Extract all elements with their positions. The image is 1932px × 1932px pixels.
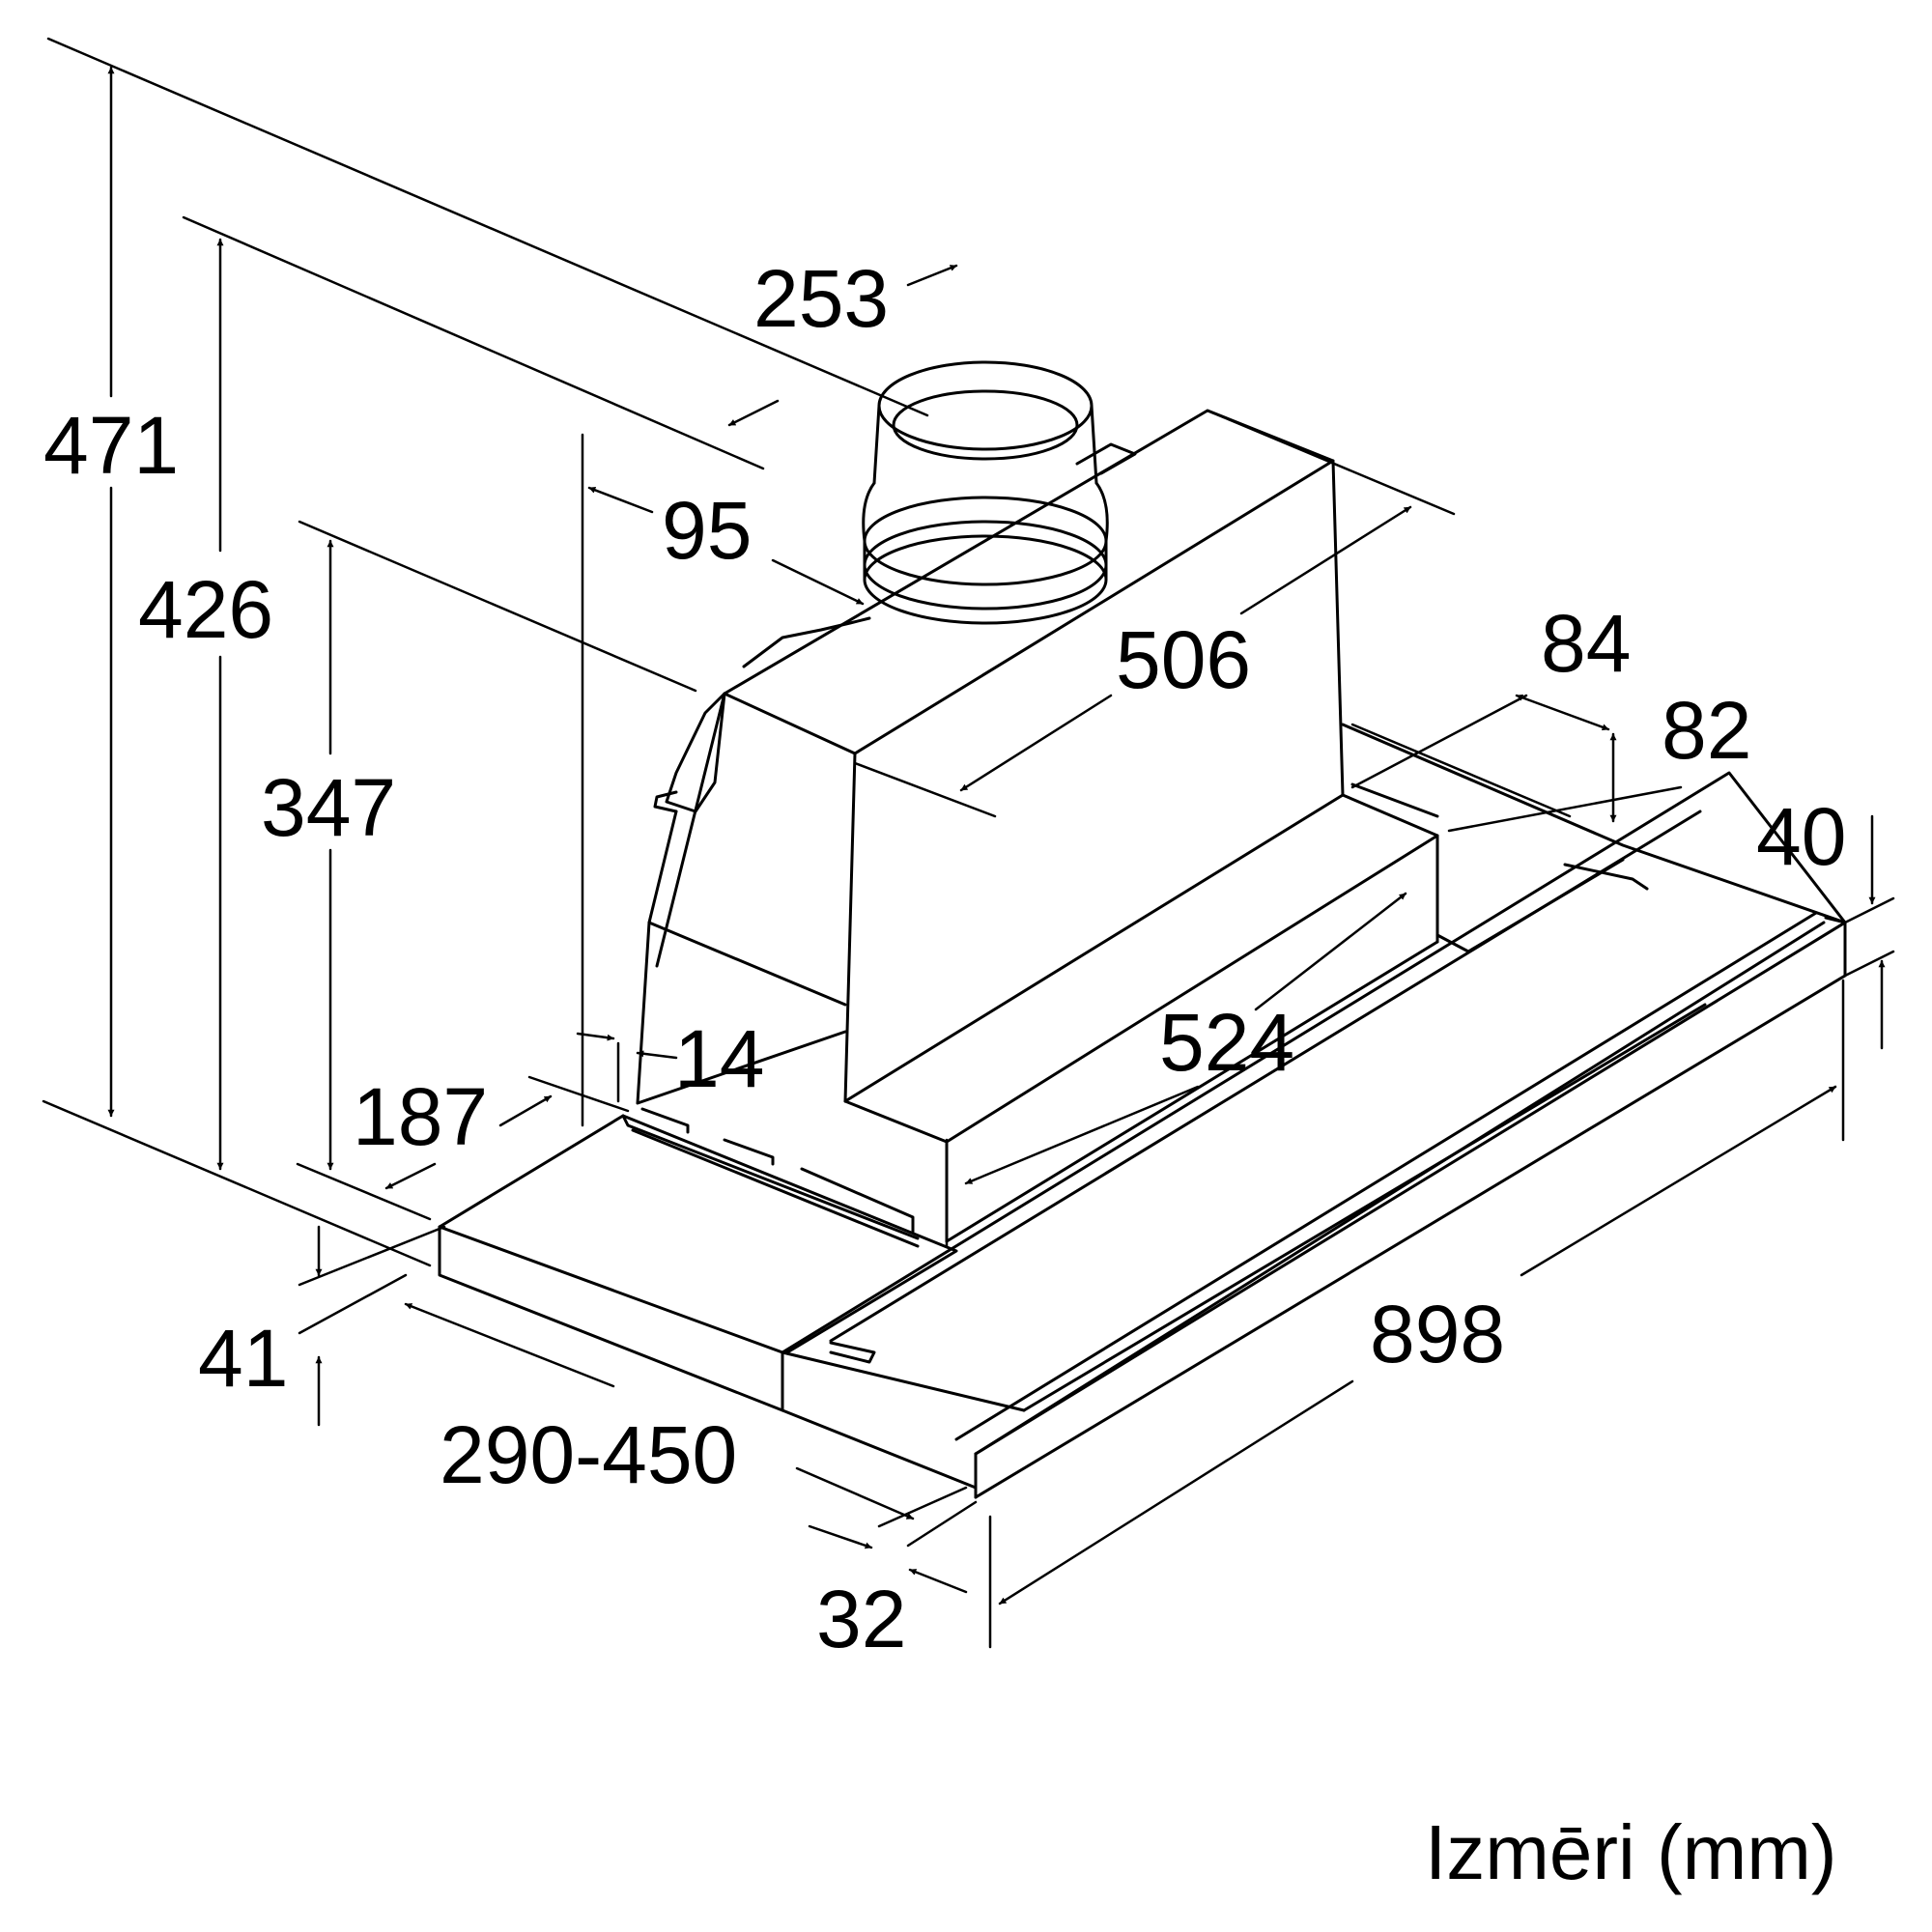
label-426: 426 (138, 564, 273, 655)
label-898: 898 (1370, 1289, 1505, 1379)
dimension-arrows (107, 66, 1886, 1605)
label-82: 82 (1662, 685, 1751, 776)
units-caption: Izmēri (mm) (1425, 1809, 1837, 1895)
label-347: 347 (261, 762, 396, 853)
label-471: 471 (43, 400, 179, 491)
label-32: 32 (816, 1574, 906, 1664)
label-14: 14 (674, 1013, 764, 1104)
label-506: 506 (1116, 614, 1251, 705)
duct-collar (862, 360, 1109, 625)
label-253: 253 (753, 253, 889, 344)
dimension-labels: 471 426 347 253 95 506 84 82 40 14 187 5… (43, 253, 1846, 1664)
label-41: 41 (198, 1313, 288, 1404)
label-290-450: 290-450 (440, 1409, 737, 1500)
label-84: 84 (1541, 598, 1631, 689)
hood-outline (438, 409, 1847, 1499)
label-524: 524 (1159, 997, 1294, 1088)
extension-lines (42, 37, 1895, 1649)
label-95: 95 (662, 485, 752, 576)
label-187: 187 (353, 1071, 488, 1162)
label-40: 40 (1756, 791, 1846, 882)
